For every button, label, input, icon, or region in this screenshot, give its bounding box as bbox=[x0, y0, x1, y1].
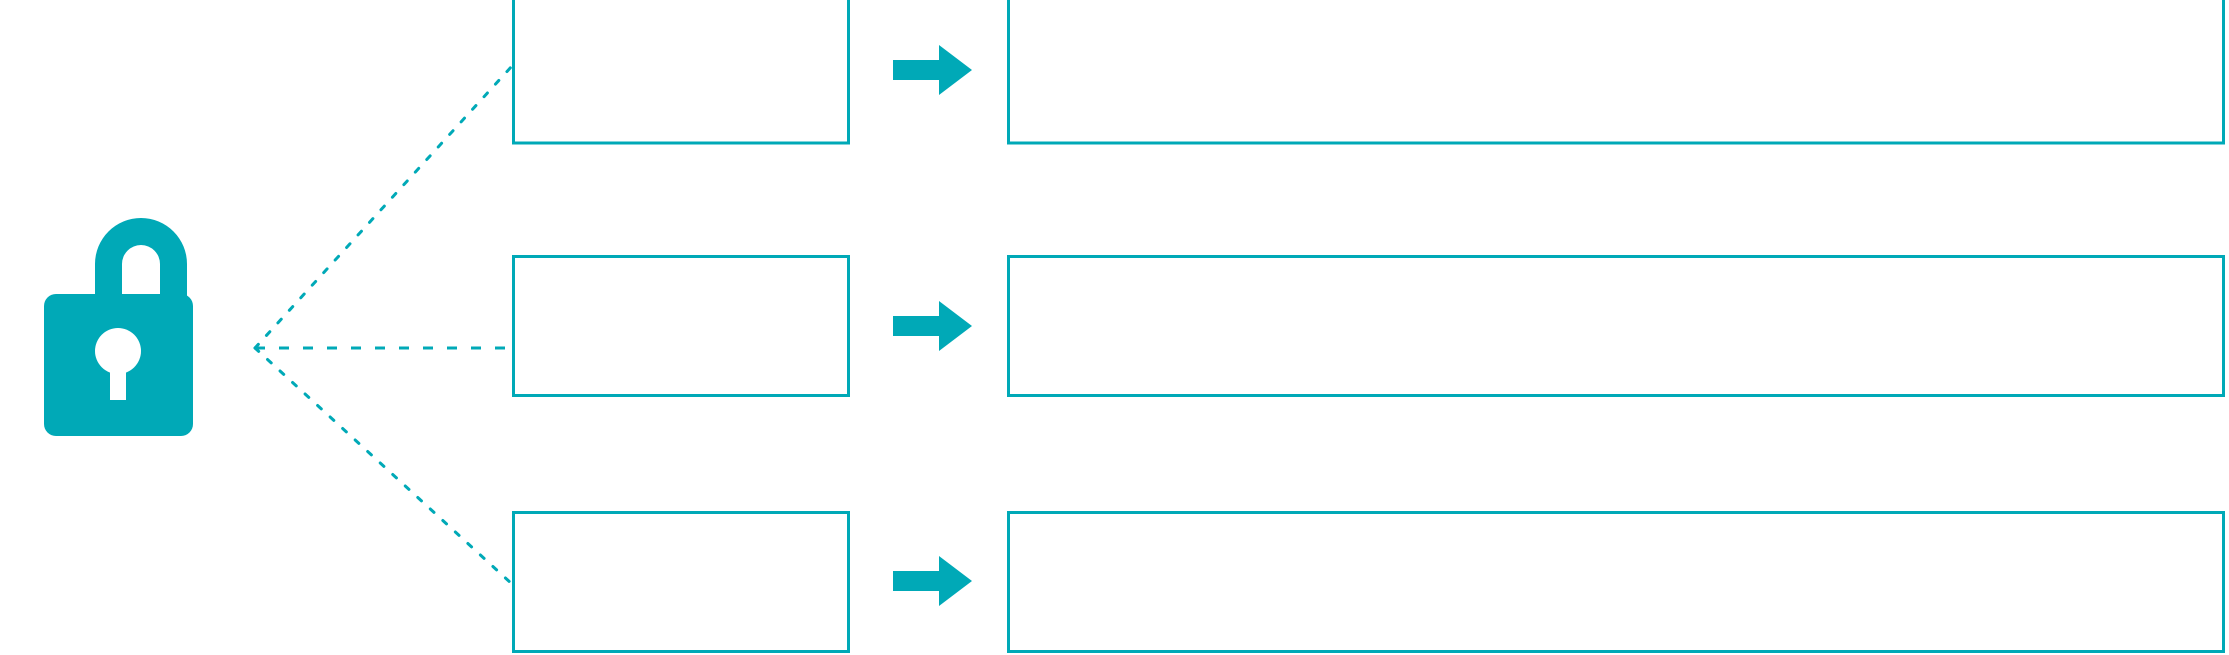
padlock-label bbox=[20, 440, 235, 480]
connector-3 bbox=[253, 346, 514, 586]
row-2-left-box[interactable] bbox=[512, 255, 850, 397]
row-3 bbox=[512, 511, 2225, 653]
row-2-right-box-label bbox=[1007, 255, 2225, 397]
row-1-right-box[interactable] bbox=[1007, 0, 2225, 145]
connector-1 bbox=[253, 64, 514, 350]
row-3-right-box[interactable] bbox=[1007, 511, 2225, 653]
row-1-right-box-label bbox=[1007, 0, 2225, 143]
row-2-arrow-icon bbox=[893, 301, 972, 351]
row-3-arrow-icon bbox=[893, 556, 972, 606]
row-3-right-box-label bbox=[1007, 511, 2225, 652]
row-2-right-box[interactable] bbox=[1007, 255, 2225, 397]
row-1-left-box[interactable] bbox=[512, 0, 850, 145]
row-3-left-box[interactable] bbox=[512, 511, 850, 653]
row-2-left-box-label bbox=[512, 255, 850, 397]
row-1 bbox=[512, 0, 2225, 145]
row-2 bbox=[512, 255, 2225, 397]
row-1-arrow-icon bbox=[893, 45, 972, 95]
row-3-left-box-label bbox=[512, 511, 850, 652]
connector-group bbox=[253, 64, 514, 586]
padlock-icon bbox=[44, 218, 193, 436]
row-1-left-box-label bbox=[512, 0, 850, 143]
